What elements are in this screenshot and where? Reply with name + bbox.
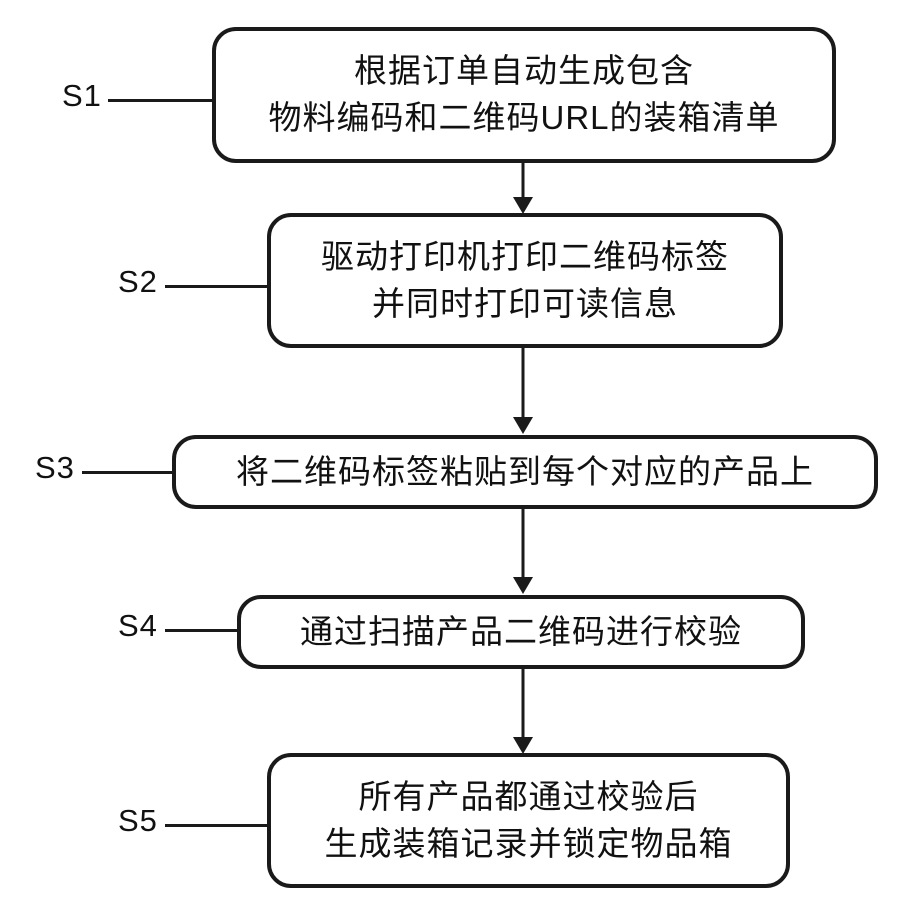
flow-box-s3-text-line1: 将二维码标签粘贴到每个对应的产品上 [236,452,814,490]
flow-box-s2-text-line1: 驱动打印机打印二维码标签 [321,237,729,275]
connector-line-s1 [108,99,212,102]
connector-line-s2 [165,285,267,288]
flow-box-s5-text-line1: 所有产品都通过校验后 [358,777,699,815]
arrow-s4-s5-head [513,737,533,754]
flow-box-s1-text-line2: 物料编码和二维码URL的装箱清单 [268,99,780,136]
connector-line-s3 [82,471,172,474]
flow-box-s2: 驱动打印机打印二维码标签 并同时打印可读信息 [267,213,783,348]
arrow-s3-s4-head [513,577,533,594]
flow-box-s3: 将二维码标签粘贴到每个对应的产品上 [172,435,878,509]
connector-line-s5 [165,824,267,827]
arrow-s3-s4-shaft [521,509,525,579]
arrow-s2-s3-shaft [521,348,525,418]
flow-box-s5-text-line2: 生成装箱记录并锁定物品箱 [324,824,733,862]
flow-box-s4-text-line1: 通过扫描产品二维码进行校验 [300,612,742,650]
step-label-s2: S2 [118,264,158,299]
flow-box-s5: 所有产品都通过校验后 生成装箱记录并锁定物品箱 [267,753,790,888]
step-label-s5: S5 [118,803,158,838]
arrow-s4-s5-shaft [521,669,525,739]
arrow-s1-s2-head [513,197,533,214]
flow-box-s2-text-line2: 并同时打印可读信息 [372,284,678,322]
flow-box-s1: 根据订单自动生成包含 物料编码和二维码URL的装箱清单 [212,27,836,163]
step-label-s1: S1 [62,78,102,113]
step-label-s4: S4 [118,608,158,643]
connector-line-s4 [165,629,237,632]
flow-box-s4: 通过扫描产品二维码进行校验 [237,595,805,669]
arrow-s1-s2-shaft [521,163,525,199]
flow-box-s1-text-line1: 根据订单自动生成包含 [354,52,694,90]
step-label-s3: S3 [35,450,75,485]
arrow-s2-s3-head [513,417,533,434]
